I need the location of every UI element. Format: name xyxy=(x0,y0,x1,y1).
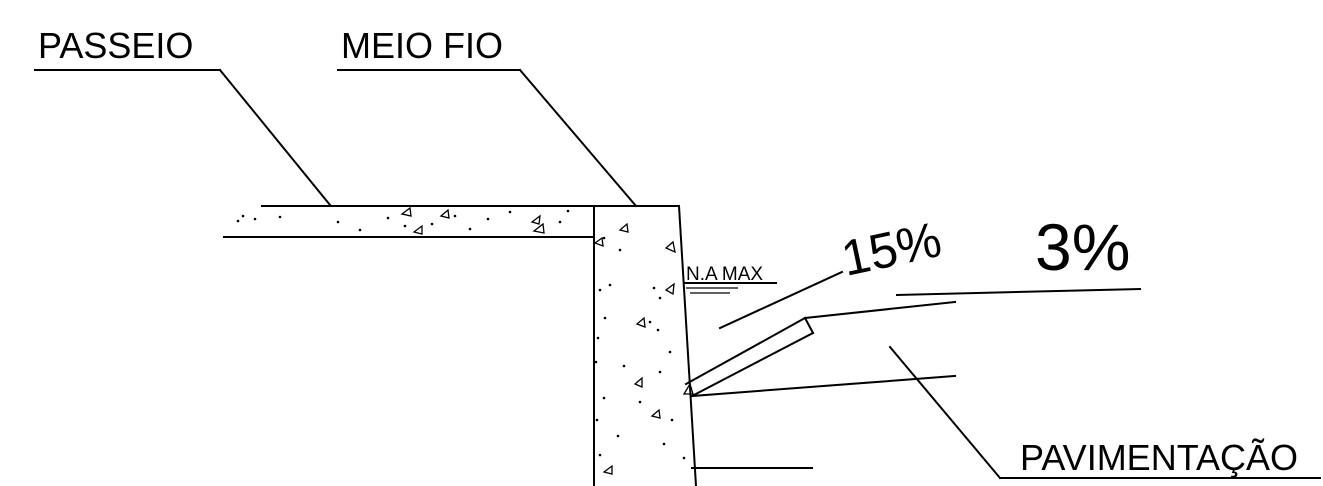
water-level-symbol xyxy=(683,282,777,294)
meio-fio-leader xyxy=(337,68,638,208)
pavimentacao-label: PAVIMENTAÇÃO xyxy=(1020,437,1298,478)
gutter-slab xyxy=(684,300,957,398)
passeio-leader xyxy=(34,68,332,207)
concrete-hatch-curb xyxy=(593,222,694,475)
slope-15-label: 15% xyxy=(837,211,947,287)
sidewalk-slab xyxy=(223,205,595,238)
meio-fio-label: MEIO FIO xyxy=(341,25,503,66)
slope-3-label: 3% xyxy=(1035,210,1130,284)
curb-section xyxy=(593,204,698,486)
pavimentacao-leader xyxy=(888,345,1321,480)
slope-arrow-3 xyxy=(895,287,1142,297)
passeio-label: PASSEIO xyxy=(38,25,193,66)
water-level-label: N.A MAX xyxy=(686,264,763,285)
concrete-hatch-sidewalk xyxy=(236,206,570,235)
slope-arrow-15 xyxy=(718,270,844,330)
